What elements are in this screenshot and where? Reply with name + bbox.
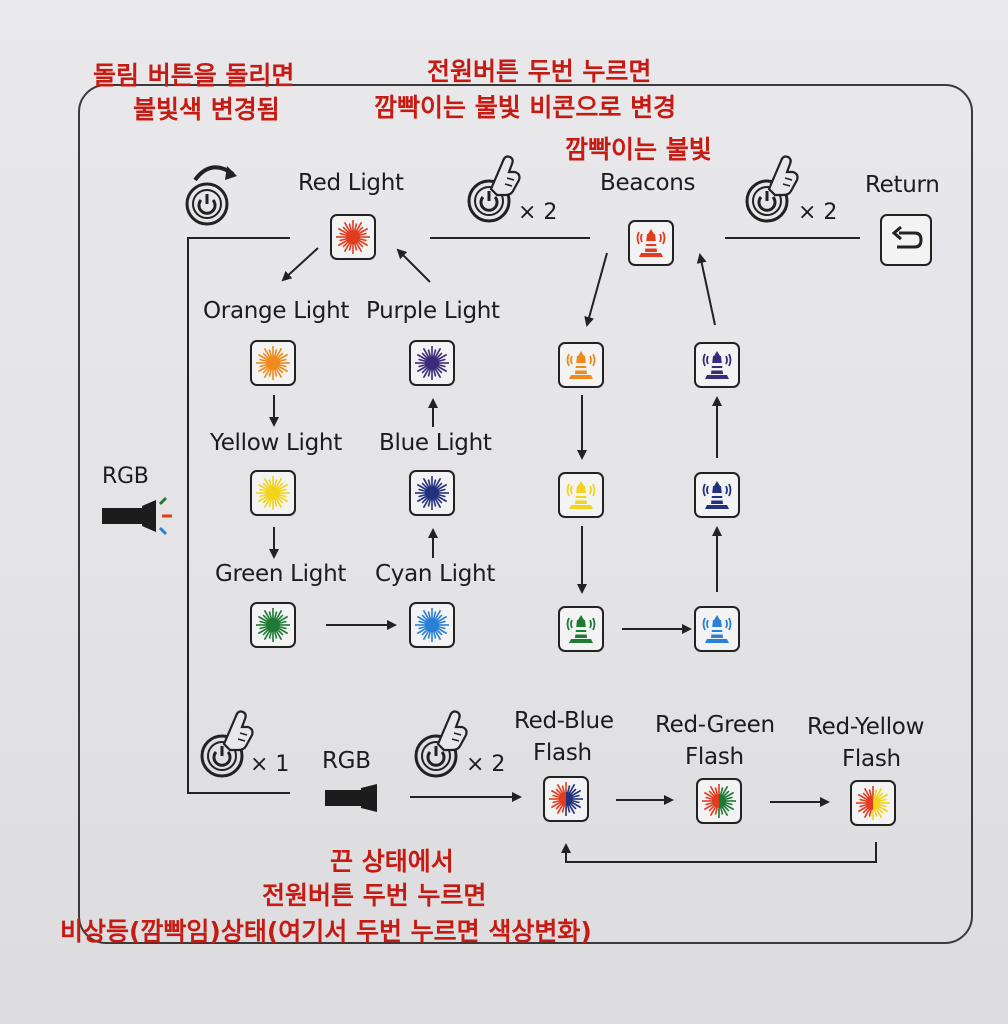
annotation-power-line1: 전원버튼 두번 누르면 xyxy=(427,57,652,86)
yellow-light-icon xyxy=(250,470,296,516)
label-red-light: Red Light xyxy=(298,170,404,196)
press-power-icon-bottom-left xyxy=(200,700,256,784)
label-redyellow-line1: Red-Yellow xyxy=(807,714,925,740)
press-power-icon-top-left xyxy=(467,145,523,229)
beacon-cyan-icon xyxy=(694,606,740,652)
label-rgb-bottom: RGB xyxy=(322,748,371,774)
multiplier-x2-bottom: × 2 xyxy=(466,752,506,777)
multiplier-x1: × 1 xyxy=(250,752,290,777)
beacon-orange-icon xyxy=(558,342,604,388)
label-yellow-light: Yellow Light xyxy=(210,430,342,456)
label-return: Return xyxy=(865,172,940,198)
rgb-flashlight-bottom-icon xyxy=(323,784,383,816)
label-blue-light: Blue Light xyxy=(379,430,492,456)
label-beacons: Beacons xyxy=(600,170,696,196)
red-green-flash-icon xyxy=(696,778,742,824)
beacon-yellow-icon xyxy=(558,472,604,518)
label-green-light: Green Light xyxy=(215,561,347,587)
beacon-red-icon xyxy=(628,220,674,266)
multiplier-x2-top-right: × 2 xyxy=(798,200,838,225)
orange-light-icon xyxy=(250,340,296,386)
label-redgreen-line1: Red-Green xyxy=(655,712,775,738)
beacon-blue-icon xyxy=(694,472,740,518)
annotation-off-line3: 비상등(깜빡임)상태(여기서 두번 누르면 색상변화) xyxy=(60,917,592,946)
diagram-frame xyxy=(78,84,973,944)
label-redblue-line2: Flash xyxy=(533,740,592,766)
label-cyan-light: Cyan Light xyxy=(375,561,496,587)
annotation-off-line1: 끈 상태에서 xyxy=(330,847,454,876)
multiplier-x2-top-left: × 2 xyxy=(518,200,558,225)
beacon-green-icon xyxy=(558,606,604,652)
red-light-icon xyxy=(330,214,376,260)
red-yellow-flash-icon xyxy=(850,780,896,826)
return-icon xyxy=(880,214,932,266)
beacon-purple-icon xyxy=(694,342,740,388)
press-power-icon-top-right xyxy=(745,145,801,229)
label-purple-light: Purple Light xyxy=(366,298,500,324)
press-power-icon-bottom-mid xyxy=(414,700,470,784)
annotation-blink: 깜빡이는 불빛 xyxy=(565,135,712,164)
annotation-power-line2: 깜빡이는 불빛 비콘으로 변경 xyxy=(374,93,677,122)
rotate-power-icon xyxy=(183,160,243,230)
purple-light-icon xyxy=(409,340,455,386)
blue-light-icon xyxy=(409,470,455,516)
red-blue-flash-icon xyxy=(543,776,589,822)
label-redyellow-line2: Flash xyxy=(842,746,901,772)
annotation-off-line2: 전원버튼 두번 누르면 xyxy=(262,881,487,910)
label-redgreen-line2: Flash xyxy=(685,744,744,770)
label-redblue-line1: Red-Blue xyxy=(514,708,614,734)
label-rgb-side: RGB xyxy=(102,464,149,489)
annotation-rotate-line2: 불빛색 변경됨 xyxy=(133,95,280,124)
rgb-flashlight-icon xyxy=(100,494,180,544)
cyan-light-icon xyxy=(409,602,455,648)
label-orange-light: Orange Light xyxy=(203,298,350,324)
green-light-icon xyxy=(250,602,296,648)
annotation-rotate-line1: 돌림 버튼을 돌리면 xyxy=(93,61,295,90)
